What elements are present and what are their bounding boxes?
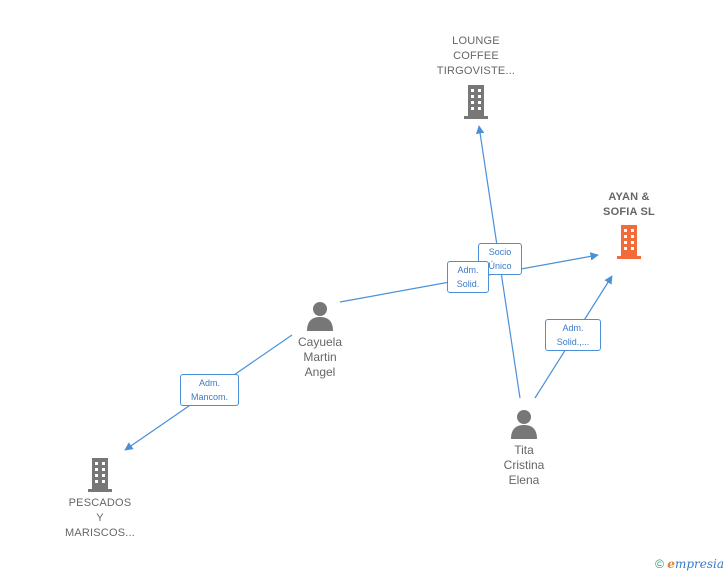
person-icon bbox=[511, 410, 537, 439]
company-node-pescados[interactable]: PESCADOS Y MARISCOS... bbox=[50, 456, 150, 541]
company-label-pescados: PESCADOS Y MARISCOS... bbox=[64, 497, 136, 539]
building-icon bbox=[464, 85, 488, 119]
company-node-ayan[interactable]: AYAN & SOFIA SL bbox=[584, 190, 674, 261]
building-icon bbox=[617, 225, 641, 259]
person-node-tita[interactable]: Tita Cristina Elena bbox=[484, 408, 564, 488]
building-icon bbox=[88, 458, 112, 492]
empresia-logo: empresia bbox=[667, 557, 724, 571]
person-node-cayuela[interactable]: Cayuela Martin Angel bbox=[280, 300, 360, 380]
person-label-tita: Tita Cristina Elena bbox=[503, 443, 545, 487]
company-label-lounge: LOUNGE COFFEE TIRGOVISTE... bbox=[436, 35, 516, 77]
edge-label-adm-solid-tita[interactable]: Adm. Solid.,... bbox=[545, 319, 601, 351]
edge-label-socio-unico[interactable]: Socio Único bbox=[478, 243, 522, 275]
company-label-ayan: AYAN & SOFIA SL bbox=[603, 191, 655, 218]
person-icon bbox=[307, 302, 333, 331]
copyright-symbol: © bbox=[655, 557, 664, 571]
edge-label-adm-mancom[interactable]: Adm. Mancom. bbox=[180, 374, 239, 406]
company-node-lounge[interactable]: LOUNGE COFFEE TIRGOVISTE... bbox=[420, 34, 532, 121]
edge-label-adm-solid-cayuela[interactable]: Adm. Solid. bbox=[447, 261, 489, 293]
person-label-cayuela: Cayuela Martin Angel bbox=[297, 335, 343, 379]
empresia-watermark: © empresia bbox=[655, 557, 724, 571]
